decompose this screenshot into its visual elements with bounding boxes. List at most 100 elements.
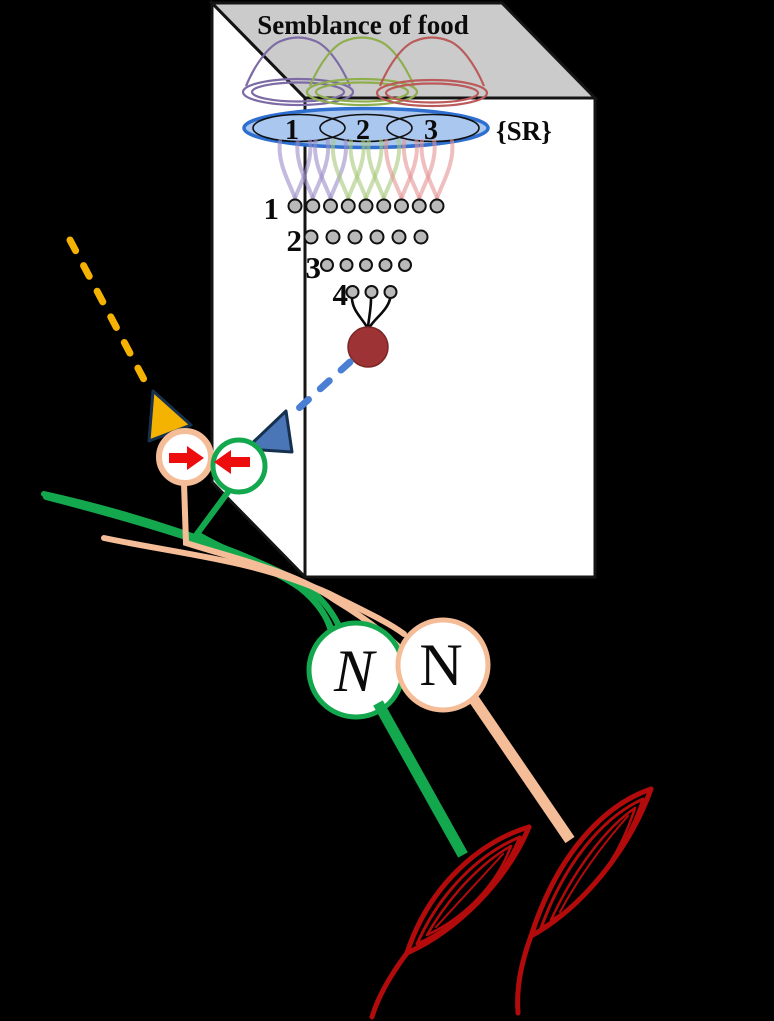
dendrite-branches: [350, 297, 392, 330]
cone-base-inner: [384, 82, 480, 104]
afferent-branch: [417, 139, 437, 200]
muscle-fiber: [435, 853, 504, 928]
green-interneuron-stem: [192, 485, 333, 631]
afferent-branch: [328, 139, 348, 200]
afferent-branch: [313, 139, 333, 200]
sr-label: {SR}: [496, 116, 552, 146]
motor-neuron-green-label: N: [333, 638, 377, 704]
muscle-fiber: [528, 786, 654, 939]
cone-base-inner: [250, 81, 346, 103]
row-label-1: 1: [264, 191, 280, 226]
afferent-branch: [399, 139, 419, 200]
row-label-2: 2: [287, 223, 303, 258]
sensory-cones: [241, 36, 489, 108]
afferent-branch: [384, 139, 404, 200]
muscle-right-icon: [515, 786, 654, 1016]
cone-base-inner: [314, 81, 410, 103]
afferent-branch: [330, 139, 351, 200]
afferent-branch: [401, 139, 422, 200]
afferent-branch: [419, 139, 439, 200]
red-arrow-right-icon: [169, 446, 204, 470]
granule-cell: [411, 198, 427, 214]
motor-neuron-peach-label: N: [419, 632, 462, 698]
granule-cell: [359, 258, 373, 272]
muscle-fiber: [425, 844, 513, 937]
red-arrow-left-icon: [214, 450, 250, 474]
cone-base-outer: [305, 77, 419, 107]
muscle-fiber: [404, 824, 532, 956]
box-top-face: [208, 1, 599, 100]
granule-cell: [320, 258, 334, 272]
receptor-set-ellipse-2: [319, 113, 413, 143]
granule-cell: [287, 198, 303, 214]
granule-cell: [305, 198, 321, 214]
granule-cell: [391, 229, 407, 245]
afferent-branch: [277, 139, 297, 200]
axon-dashed-yellow: [66, 236, 153, 393]
muscle-tail: [515, 933, 534, 1016]
cone-icon-red: [375, 36, 489, 108]
afferent-branch: [293, 139, 313, 200]
cone-body: [378, 36, 486, 87]
presynaptic-terminal-blue-icon: [244, 409, 294, 454]
muscle-fiber: [549, 806, 637, 922]
granule-cell: [429, 198, 445, 214]
granule-cell: [398, 258, 412, 272]
granule-cell: [303, 229, 319, 245]
granule-cell: [376, 198, 392, 214]
granule-cell: [345, 285, 360, 299]
afferent-branch: [295, 139, 315, 200]
muscle-fiber: [415, 835, 522, 946]
row-label-4: 4: [333, 277, 349, 312]
green-motor-axon: [373, 700, 468, 858]
box-title: Semblance of food: [257, 10, 469, 40]
cone-base-outer: [375, 78, 489, 108]
muscle-fiber: [549, 806, 637, 922]
dendrite: [366, 297, 373, 329]
muscle-fiber: [539, 797, 645, 930]
dendrite: [367, 297, 392, 330]
cone-body: [244, 36, 352, 87]
receptor-set-number-3: 3: [424, 115, 438, 146]
afferent-branch: [346, 139, 366, 200]
granule-cell: [340, 198, 356, 214]
granule-cell: [364, 285, 379, 299]
afferent-branch: [310, 139, 331, 200]
granule-cell: [378, 258, 393, 272]
granule-cell: [323, 198, 338, 214]
dendrite: [350, 297, 369, 329]
granule-cell: [358, 198, 374, 214]
receptor-set-number-2: 2: [356, 115, 370, 146]
synaptic-junction: [156, 428, 268, 495]
cone-base-outer: [241, 77, 355, 107]
afferent-branch: [366, 139, 386, 200]
muscle-left-icon: [369, 824, 532, 1020]
muscle-fiber: [559, 815, 629, 913]
postsynaptic-soma: [347, 326, 389, 368]
granule-cell: [347, 229, 363, 245]
cone-icon-purple: [241, 36, 355, 107]
granule-cell: [394, 198, 409, 214]
motor-neurons: N N: [306, 617, 491, 720]
motor-neuron-peach: [395, 617, 491, 713]
afferent-branch: [364, 139, 384, 200]
granule-cell: [339, 258, 354, 272]
afferent-branch: [435, 139, 455, 200]
granule-cell: [383, 285, 398, 299]
receptor-set-number-1: 1: [285, 115, 299, 146]
peach-motor-axon: [468, 694, 575, 844]
row-label-3: 3: [306, 250, 322, 285]
muscle-tail: [369, 950, 410, 1020]
granule-cell: [369, 229, 385, 245]
granule-cell: [413, 229, 429, 245]
afferent-branch: [348, 139, 368, 200]
sensory-register-ellipse: [242, 106, 490, 150]
muscle-fiber: [425, 844, 513, 937]
granule-cell: [325, 229, 341, 245]
axon-dashed-blue: [284, 358, 354, 422]
afferent-branches: [277, 139, 455, 200]
cortex-box: [208, 0, 599, 581]
